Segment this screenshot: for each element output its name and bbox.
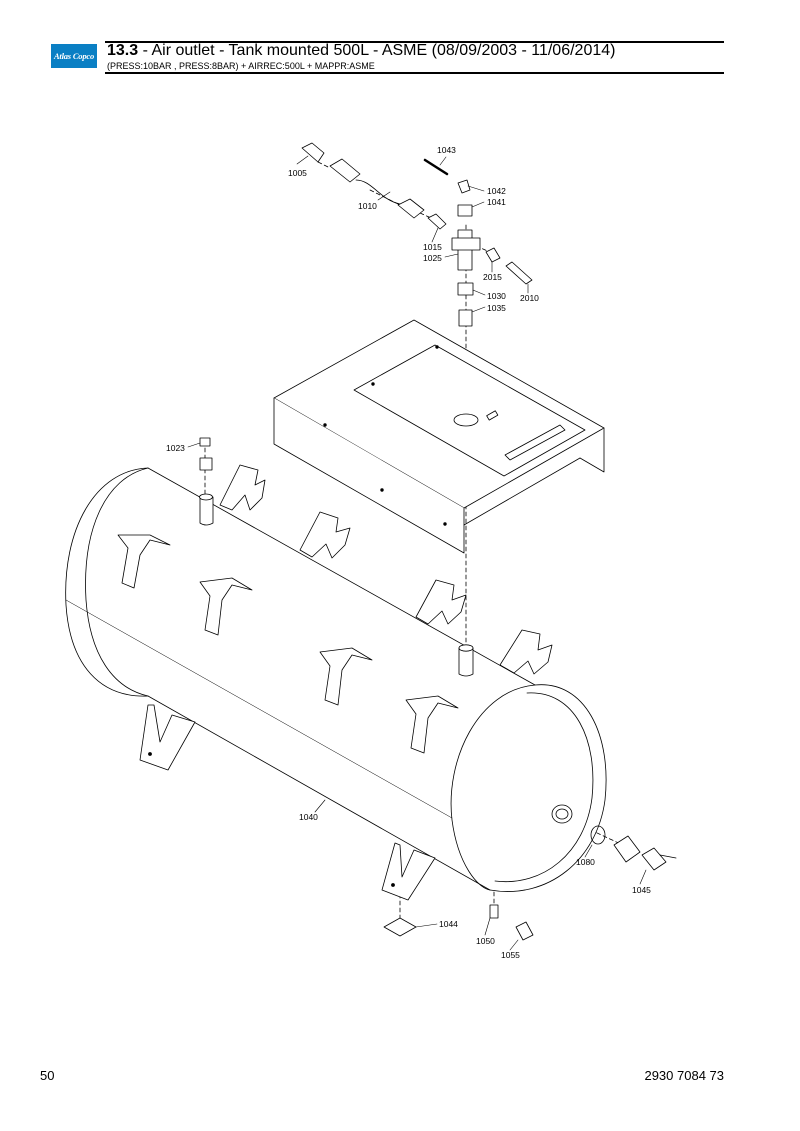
- hose-and-fittings: [199, 142, 677, 941]
- page-subtitle: (PRESS:10BAR , PRESS:8BAR) + AIRREC:500L…: [107, 61, 375, 71]
- atlas-copco-logo: Atlas Copco: [51, 44, 97, 68]
- callout-1030: 1030: [487, 291, 506, 301]
- callout-1043: 1043: [437, 145, 456, 155]
- callout-1044: 1044: [439, 919, 458, 929]
- document-number: 2930 7084 73: [644, 1068, 724, 1083]
- leader-lines: [187, 155, 647, 951]
- header-rule-bottom: [105, 72, 724, 74]
- callout-1023: 1023: [166, 443, 185, 453]
- callout-1041: 1041: [487, 197, 506, 207]
- page-title: 13.3 - Air outlet - Tank mounted 500L - …: [107, 42, 615, 60]
- title-text: - Air outlet - Tank mounted 500L - ASME …: [138, 42, 616, 59]
- logo-text: Atlas Copco: [53, 51, 95, 61]
- air-receiver-tank: [65, 467, 607, 892]
- callout-2010: 2010: [520, 293, 539, 303]
- callout-1040: 1040: [299, 812, 318, 822]
- callout-1025: 1025: [423, 253, 442, 263]
- callout-1045: 1045: [632, 885, 651, 895]
- header-rule-top: [105, 41, 724, 43]
- callout-1035: 1035: [487, 303, 506, 313]
- compressor-mounting-plate: [273, 319, 605, 554]
- page-number: 50: [40, 1068, 55, 1083]
- callout-1050: 1050: [476, 936, 495, 946]
- callout-1010: 1010: [358, 201, 377, 211]
- section-number: 13.3: [107, 42, 139, 59]
- callout-1080: 1080: [576, 857, 595, 867]
- callout-1005: 1005: [288, 168, 307, 178]
- callout-1015: 1015: [423, 242, 442, 252]
- callout-labels: 1005 1010 1043 1042 1041 1015 1025 2015 …: [166, 145, 651, 960]
- callout-1042: 1042: [487, 186, 506, 196]
- callout-1055: 1055: [501, 950, 520, 960]
- tank-brackets: [117, 464, 553, 754]
- callout-2015: 2015: [483, 272, 502, 282]
- tank-feet: [139, 704, 436, 901]
